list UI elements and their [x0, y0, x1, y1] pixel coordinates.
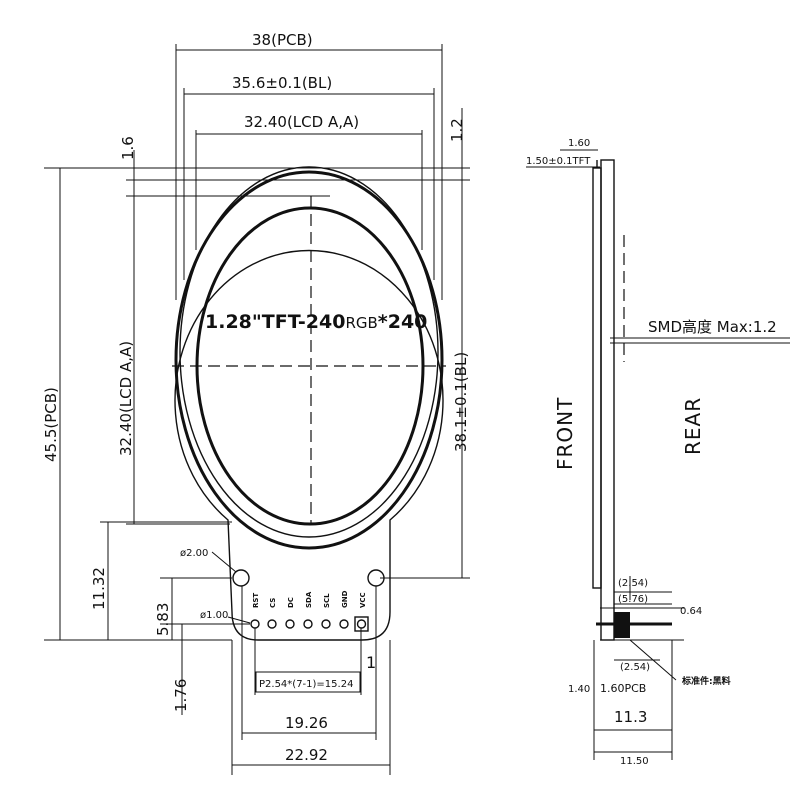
dim-pin-offset: 1.76: [172, 679, 190, 712]
dim-lcd-width: 32.40(LCD A,A): [244, 113, 359, 131]
pin-hole-gnd: [339, 619, 349, 629]
pcb-outline: [174, 249, 444, 641]
bottom-dimensions: P2.54*(7-1)=15.24 19.26 22.92: [231, 586, 391, 775]
dim-glass-thickness: 1.60: [568, 138, 590, 149]
pin1-marker: 1: [366, 653, 376, 672]
dim-tab-height: 11.32: [90, 567, 108, 610]
pin-label-sda: SDA: [305, 591, 313, 608]
dim-hole-offset: 5.83: [154, 603, 172, 636]
side-pcb: [600, 159, 615, 641]
pin-label-cs: CS: [269, 598, 277, 608]
pin-label-scl: SCL: [323, 593, 331, 608]
top-dimensions: 38(PCB) 35.6±0.1(BL) 32.40(LCD A,A): [175, 31, 443, 300]
dim-top-gap-left: 1.6: [119, 136, 137, 160]
front-view: 1.28"TFT-240RGB*240 RST CS DC SDA SCL GN…: [172, 166, 446, 672]
pin-label-gnd: GND: [341, 590, 349, 608]
pin-hole-sda: [303, 619, 313, 629]
pin-hole-rst: [250, 619, 260, 629]
dim-pin-dia: 0.64: [680, 606, 702, 617]
dim-bl-width: 35.6±0.1(BL): [232, 74, 332, 92]
lcd-label-res: *240: [378, 311, 428, 333]
pin-hole-vcc: [356, 619, 367, 629]
backlight-outline: [179, 166, 439, 538]
dim-total-depth: 11.3: [614, 708, 647, 726]
dim-bl-height: 38.1±0.1(BL): [452, 352, 470, 452]
left-dimensions: 1.6 45.5(PCB) 32.40(LCD A,A) 11.32 5.83 …: [42, 136, 470, 715]
side-glass: [592, 167, 602, 589]
dim-pitch: P2.54*(7-1)=15.24: [259, 679, 353, 690]
dim-pin-pitch-b: (2.54): [620, 662, 650, 673]
dim-pcb-height: 45.5(PCB): [42, 387, 60, 462]
dim-pcb-width: 38(PCB): [252, 31, 313, 49]
dim-tft-thickness: 1.50±0.1TFT: [526, 156, 591, 167]
pin-hole-callout: ø1.00: [200, 610, 228, 621]
lcd-label-rgb: RGB: [345, 314, 377, 332]
lcd-bezel: [174, 170, 444, 550]
lcd-label: 1.28"TFT-240RGB*240: [205, 311, 427, 333]
pin-hole-dc: [285, 619, 295, 629]
right-dimensions: 1.2 38.1±0.1(BL): [380, 108, 470, 579]
pin-label-vcc: VCC: [359, 592, 367, 608]
dim-pin-len: (5.76): [618, 594, 648, 605]
pin-hole-leader: [227, 616, 251, 624]
dim-pcb-bottom: 1.40: [568, 684, 590, 695]
pin-labels: RST CS DC SDA SCL GND VCC: [252, 590, 367, 608]
pin-hole-scl: [321, 619, 331, 629]
dim-tab-width: 22.92: [285, 746, 328, 764]
dim-pcb-thickness: 1.60PCB: [600, 682, 646, 695]
smd-height: SMD高度 Max:1.2: [648, 318, 777, 336]
pin-label-rst: RST: [252, 593, 260, 608]
rear-label: REAR: [681, 397, 705, 455]
lcd-label-size: 1.28"TFT-240: [205, 311, 345, 333]
dim-lcd-height: 32.40(LCD A,A): [117, 341, 135, 456]
mount-hole-leader: [211, 551, 237, 573]
dim-pin-span: 19.26: [285, 714, 328, 732]
dim-overall-depth: 11.50: [620, 756, 649, 767]
mount-hole-left: [232, 569, 250, 587]
pin-label-dc: DC: [287, 597, 295, 608]
mount-hole-callout: ø2.00: [180, 548, 208, 559]
pin-hole-cs: [267, 619, 277, 629]
dim-top-gap-right: 1.2: [448, 118, 466, 142]
front-label: FRONT: [553, 397, 577, 470]
dim-pin-pitch-a: (2.54): [618, 578, 648, 589]
header-note: 标准件:黑料: [681, 675, 731, 687]
pitch-box: [255, 671, 361, 693]
side-view: 1.60 1.50±0.1TFT SMD高度 Max:1.2 FRONT REA…: [526, 138, 790, 767]
